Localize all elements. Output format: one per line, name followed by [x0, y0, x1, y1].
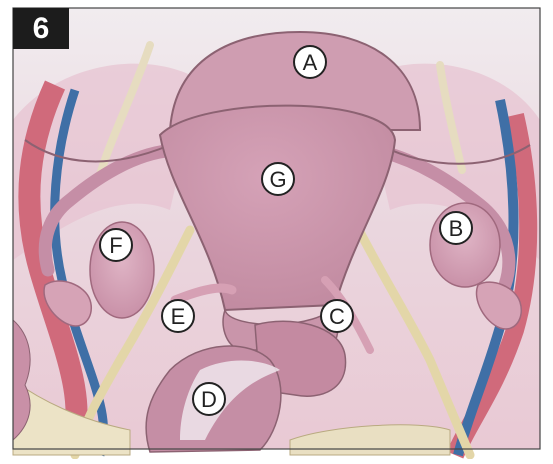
label-g-text: G	[269, 167, 286, 192]
label-d: D	[193, 383, 225, 415]
label-b: B	[440, 212, 472, 244]
label-f: F	[100, 229, 132, 261]
label-c-text: C	[329, 304, 345, 329]
label-c: C	[321, 300, 353, 332]
label-g: G	[262, 163, 294, 195]
label-e-text: E	[171, 304, 186, 329]
label-e: E	[162, 300, 194, 332]
label-a: A	[294, 46, 326, 78]
label-b-text: B	[449, 216, 464, 241]
label-f-text: F	[109, 233, 122, 258]
figure-number-badge: 6	[13, 8, 69, 49]
label-a-text: A	[303, 50, 318, 75]
label-d-text: D	[201, 387, 217, 412]
